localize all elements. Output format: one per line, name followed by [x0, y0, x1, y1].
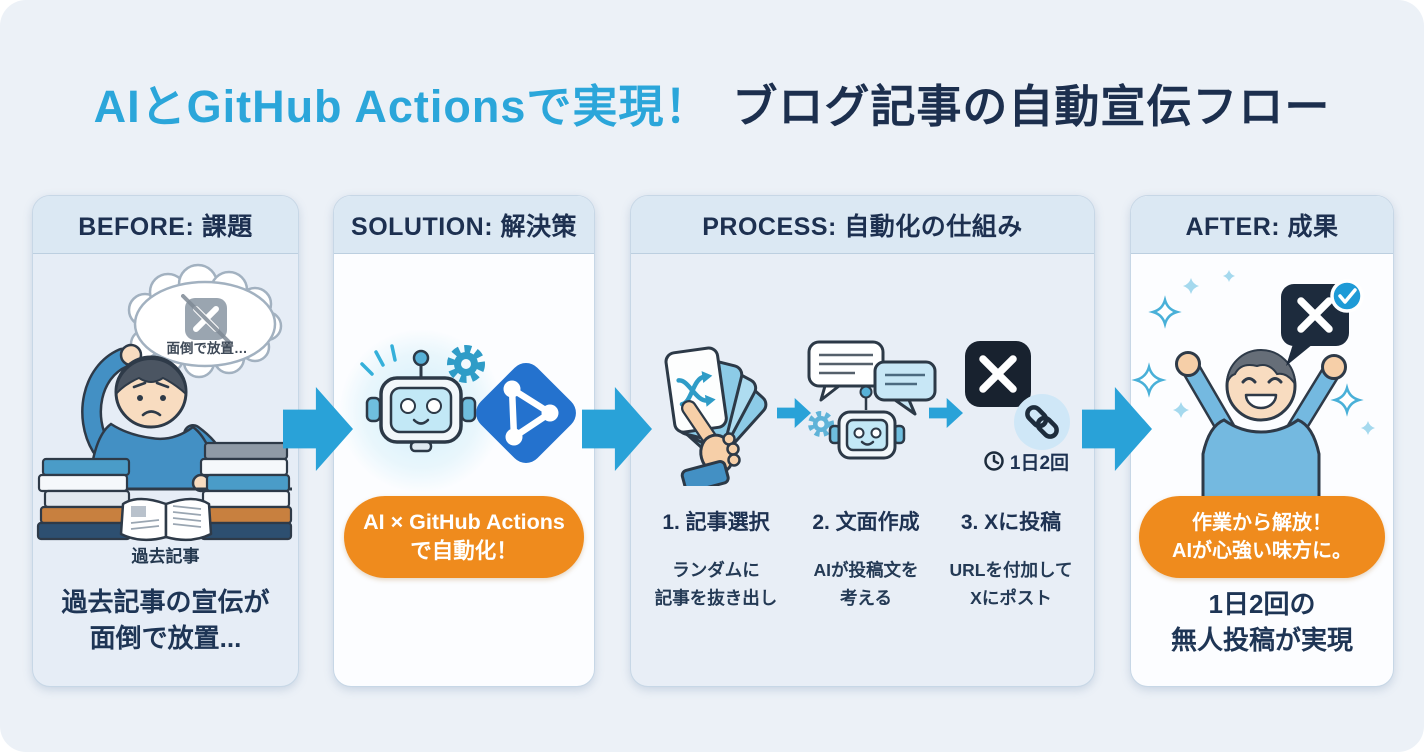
after-badge: 作業から解放！ AIが心強い味方に。 [1139, 496, 1385, 578]
before-illustration [36, 263, 293, 542]
x-logo-disabled-icon [181, 294, 231, 344]
pointing-hand-icon [680, 400, 741, 486]
page-title: AIとGitHub Actionsで実現！ ブログ記事の自動宣伝フロー [0, 70, 1424, 135]
book-stack-icon [36, 457, 132, 541]
step-desc-line: Xにポスト [970, 588, 1052, 608]
step-desc-line: ランダムに [672, 560, 760, 580]
thought-bubble-text: 面倒で放置… [166, 341, 248, 356]
process-step-desc: URLを付加して Xにポスト [931, 556, 1091, 612]
process-step-desc: ランダムに 記事を抜き出し [636, 556, 796, 612]
link-icon [1014, 394, 1070, 450]
solution-badge-line1: AI × GitHub Actions [363, 510, 565, 534]
solution-badge-line2: で自動化！ [410, 539, 518, 563]
panel-solution-title: SOLUTION: 解決策 [351, 212, 577, 241]
title-highlight: AIとGitHub Actionsで実現！ [93, 81, 711, 133]
gear-icon [447, 345, 485, 383]
panel-process-header: PROCESS: 自動化の仕組み [631, 196, 1094, 254]
before-caption-line1: 過去記事の宣伝が [61, 587, 270, 617]
panel-solution: SOLUTION: 解決策 [333, 195, 595, 687]
x-post-icon [965, 341, 1070, 450]
github-actions-icon [476, 363, 576, 463]
books-label: 過去記事 [131, 547, 200, 566]
sparkle-lines-icon [360, 344, 397, 376]
clock-icon [984, 451, 1004, 471]
before-caption: 過去記事の宣伝が 面倒で放置... [33, 584, 298, 656]
gear-icon [808, 411, 834, 437]
panel-before: BEFORE: 課題 [32, 195, 299, 687]
process-step-desc: AIが投稿文を 考える [786, 556, 946, 612]
step-desc-line: 考える [840, 588, 892, 608]
check-badge-icon [1330, 279, 1364, 313]
step-desc-line: URLを付加して [949, 560, 1073, 580]
happy-person-icon [1175, 349, 1347, 504]
solution-illustration [339, 329, 576, 493]
sparkle-icon [1131, 270, 1375, 435]
title-rest: ブログ記事の自動宣伝フロー [732, 81, 1331, 133]
panel-after-header: AFTER: 成果 [1131, 196, 1393, 254]
ai-robot-icon [828, 385, 906, 460]
panel-process-title: PROCESS: 自動化の仕組み [702, 212, 1023, 241]
schedule-label: 1日2回 [1009, 452, 1070, 474]
ai-robot-icon [365, 349, 477, 453]
ai-robot-chat-icon [807, 340, 937, 460]
open-book-icon [119, 497, 213, 542]
after-badge-line2: AIが心強い味方に。 [1172, 540, 1352, 562]
book-stack-icon [199, 441, 293, 541]
panel-before-title: BEFORE: 課題 [78, 212, 253, 241]
after-caption: 1日2回の 無人投稿が実現 [1131, 586, 1393, 658]
panel-process: PROCESS: 自動化の仕組み [630, 195, 1095, 687]
before-caption-line2: 面倒で放置... [89, 623, 242, 653]
after-caption-line2: 無人投稿が実現 [1170, 625, 1353, 655]
after-badge-line1: 作業から解放！ [1192, 512, 1332, 534]
article-cards-icon [664, 346, 768, 486]
speech-bubble-icon [807, 340, 937, 416]
process-step-title: 1. 記事選択 [662, 511, 770, 534]
celebration-illustration [1131, 270, 1375, 504]
panel-before-header: BEFORE: 課題 [33, 196, 298, 254]
panel-after: AFTER: 成果 [1130, 195, 1394, 687]
step-desc-line: AIが投稿文を [813, 560, 919, 580]
process-step-title: 2. 文面作成 [812, 511, 920, 534]
x-logo-icon [965, 341, 1031, 407]
schedule-row: 1日2回 [961, 448, 1091, 474]
panel-solution-header: SOLUTION: 解決策 [334, 196, 594, 254]
process-step-title: 3. Xに投稿 [960, 511, 1062, 534]
panel-after-title: AFTER: 成果 [1185, 212, 1339, 241]
solution-badge: AI × GitHub Actions で自動化！ [344, 496, 584, 578]
after-caption-line1: 1日2回の [1208, 589, 1316, 619]
step-desc-line: 記事を抜き出し [654, 588, 778, 608]
shuffle-icon [664, 346, 728, 434]
